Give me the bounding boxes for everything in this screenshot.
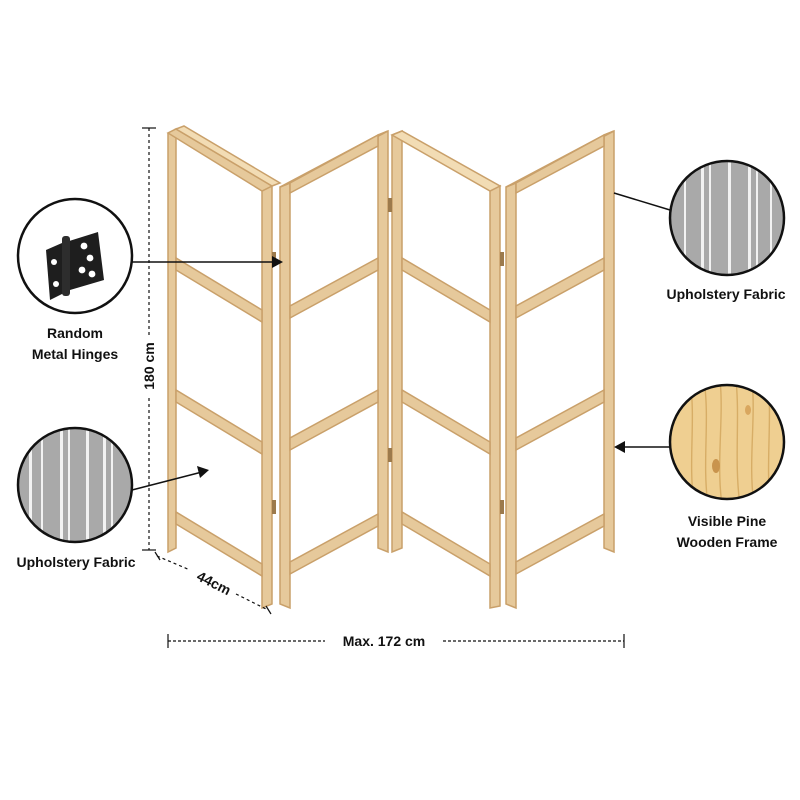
hinges-label-line2: Metal Hinges	[31, 346, 119, 362]
panel-3	[390, 129, 502, 609]
height-dimension-line	[142, 127, 156, 551]
hinges-label: Random Metal Hinges	[18, 323, 132, 365]
width-dimension-label: Max. 172 cm	[342, 633, 426, 649]
fabric-right-label: Upholstery Fabric	[666, 286, 786, 302]
pine-frame-label: Visible Pine Wooden Frame	[662, 511, 792, 553]
height-dimension-label: 180 cm	[141, 342, 157, 390]
panel-4	[505, 129, 615, 610]
fabric-left-arrowhead	[197, 466, 209, 478]
fabric-left-label: Upholstery Fabric	[16, 554, 136, 570]
fabric-right-callout	[668, 159, 786, 277]
pine-frame-label-line2: Wooden Frame	[676, 534, 778, 550]
fabric-swatch-icon	[684, 161, 772, 275]
panel-1	[166, 125, 282, 610]
fabric-right-leader	[613, 192, 671, 211]
fabric-left-callout	[16, 426, 134, 544]
frame-arrowhead	[614, 441, 625, 453]
fabric-swatch-icon	[29, 428, 113, 542]
leader-lines	[131, 192, 671, 491]
panel-2	[279, 129, 389, 610]
width-dimension-line	[167, 634, 625, 648]
depth-dimension-line	[154, 551, 272, 615]
pine-frame-label-line1: Visible Pine	[687, 513, 767, 529]
hinges-label-line1: Random	[47, 325, 103, 341]
hinge-arrowhead	[272, 256, 283, 268]
hinge-callout	[16, 197, 134, 315]
pine-frame-callout	[668, 383, 786, 501]
fabric-left-leader	[131, 471, 203, 491]
screen-panels	[166, 125, 615, 610]
